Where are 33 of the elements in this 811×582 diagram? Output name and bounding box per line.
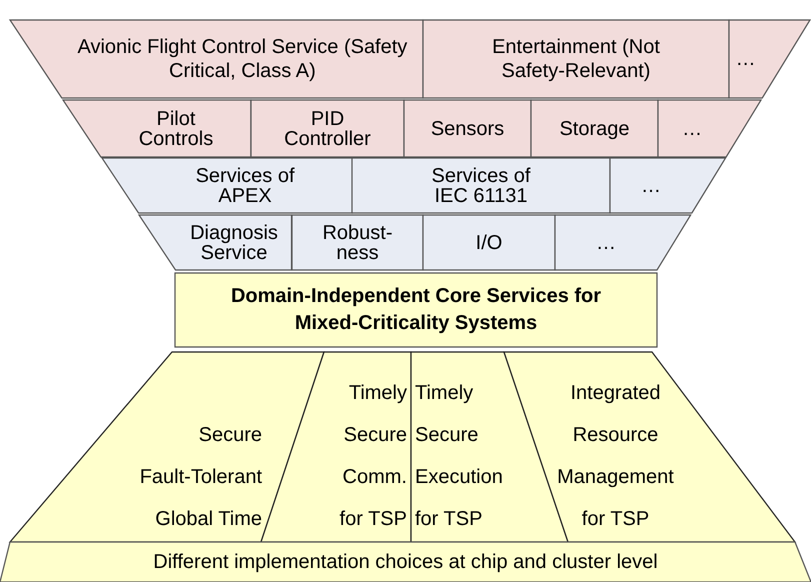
layer-segment: [292, 215, 423, 270]
segment-label: I/O: [474, 232, 504, 252]
segment-label: Storage: [558, 118, 631, 138]
layer-segment: [63, 100, 251, 157]
layer-segment: [139, 215, 292, 270]
segment-label: Sensors: [430, 118, 506, 138]
segment-label: Diagnosis Service: [189, 222, 279, 262]
segment-label: …: [734, 47, 757, 71]
segment-label: Avionic Flight Control Service (Safety Critical, Class A): [76, 35, 408, 83]
layer-segment: [261, 352, 411, 542]
heading-text: Domain-Independent Core Services for Mixed-Criticality Systems: [230, 284, 602, 336]
segment-label: Services of IEC 61131: [430, 166, 532, 206]
layer-segment: [251, 100, 404, 157]
segment-label: …: [595, 232, 617, 252]
segment-label: …: [640, 176, 662, 196]
segment-label: Services of APEX: [194, 166, 296, 206]
core-services-box: [175, 273, 657, 347]
segment-label: Entertainment (Not Safety-Relevant): [491, 35, 661, 83]
segment-label: …: [681, 118, 704, 138]
layer-segment: [555, 215, 691, 270]
segment-label: PID Controller: [283, 108, 372, 148]
segment-label: Different implementation choices at chip and cluster level: [152, 552, 659, 572]
layer-segment: [658, 100, 762, 157]
layer-segment: [531, 100, 658, 157]
layer-segment: [504, 352, 795, 542]
segment-label: Pilot Controls: [138, 108, 214, 148]
layer-segment: [610, 158, 726, 213]
layer-segment: [0, 542, 811, 582]
layer-segment: [729, 20, 810, 98]
layer-segment: [102, 158, 352, 213]
layer-segment: [423, 215, 555, 270]
segment-label: Robust- ness: [321, 222, 394, 262]
layer-segment: [404, 100, 531, 157]
